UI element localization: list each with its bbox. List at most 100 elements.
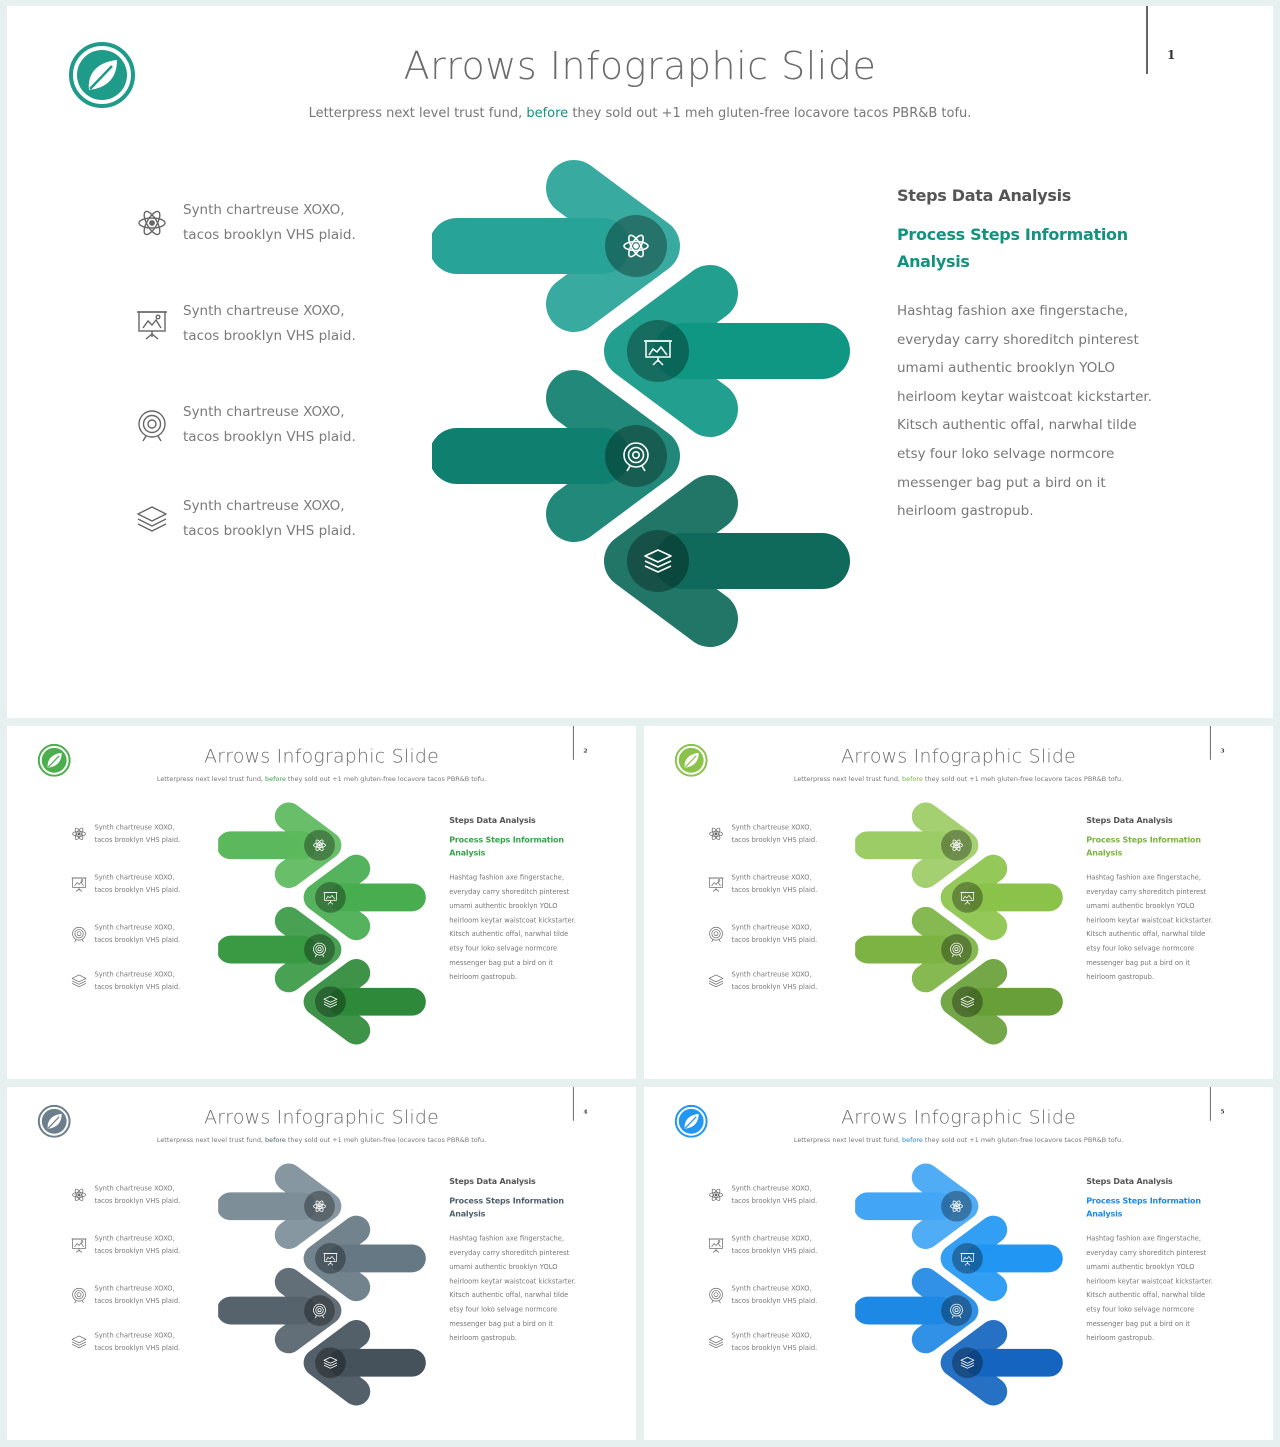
body-line: umami authentic brooklyn YOLO: [449, 901, 558, 910]
body-line: etsy four loko selvage normcore: [449, 1305, 558, 1314]
slide-title: Arrows Infographic Slide: [841, 744, 1076, 767]
slide-4: 4 Arrows Infographic Slide Letterpress n…: [7, 1087, 636, 1440]
arrow-step-2: [940, 854, 1063, 941]
slide-content: 4 Arrows Infographic Slide Letterpress n…: [7, 1087, 636, 1440]
slide-1: 1 Arrows Infographic Slide Letterpress n…: [7, 6, 1273, 718]
subheading-line: Analysis: [1086, 848, 1123, 858]
analysis-panel: Steps Data Analysis Process Steps Inform…: [449, 1176, 578, 1345]
bullet-item: Synth chartreuse XOXO,tacos brooklyn VHS…: [71, 1283, 200, 1313]
subtitle-text-end: they sold out +1 meh gluten-free locavor…: [568, 106, 972, 121]
atom-icon: [313, 839, 326, 851]
bullet-line: tacos brooklyn VHS plaid.: [94, 885, 181, 894]
body-line: heirloom gastropub.: [897, 503, 1034, 520]
arrow-step-2: [604, 265, 850, 437]
presentation-icon: [137, 311, 167, 340]
arrow-step-4: [604, 475, 850, 647]
presentation-icon: [708, 1238, 724, 1253]
bullet-line: Synth chartreuse XOXO,: [731, 873, 812, 882]
target-icon: [313, 942, 326, 958]
bullet-item: Synth chartreuse XOXO,tacos brooklyn VHS…: [135, 198, 395, 258]
analysis-body: Hashtag fashion axe fingerstache, everyd…: [449, 1232, 578, 1346]
body-line: heirloom keytar waistcoat kickstarter.: [1086, 1277, 1213, 1286]
body-line: messenger bag put a bird on it: [1086, 958, 1190, 967]
slide-subtitle: Letterpress next level trust fund, befor…: [57, 1137, 587, 1144]
slide-subtitle: Letterpress next level trust fund, befor…: [694, 776, 1224, 783]
arrow-step-4: [303, 959, 426, 1045]
target-icon: [72, 926, 86, 943]
subtitle-text-start: Letterpress next level trust fund,: [156, 1136, 266, 1145]
arrows-diagram: [855, 802, 1063, 1045]
bullet-text: Synth chartreuse XOXO,tacos brooklyn VHS…: [731, 1233, 835, 1258]
analysis-panel: Steps Data Analysis Process Steps Inform…: [897, 186, 1157, 526]
bullet-text: Synth chartreuse XOXO,tacos brooklyn VHS…: [731, 922, 835, 947]
subheading-line: Analysis: [449, 848, 486, 858]
bullet-text: Synth chartreuse XOXO,tacos brooklyn VHS…: [731, 1329, 835, 1354]
subtitle-text-end: they sold out +1 meh gluten-free locavor…: [922, 1136, 1124, 1145]
body-line: umami authentic brooklyn YOLO: [1086, 901, 1195, 910]
arrow-step-1: [855, 802, 979, 888]
analysis-heading: Steps Data Analysis: [1086, 1176, 1173, 1186]
body-line: Hashtag fashion axe fingerstache,: [449, 1234, 564, 1243]
bullet-line: Synth chartreuse XOXO,: [183, 303, 345, 319]
arrow-step-2: [303, 854, 426, 941]
subheading-line: Process Steps Information: [1086, 1195, 1201, 1206]
body-line: umami authentic brooklyn YOLO: [1086, 1262, 1195, 1271]
step-3-badge: [304, 934, 335, 965]
subtitle-highlight: before: [265, 775, 286, 784]
subtitle-text-end: they sold out +1 meh gluten-free locavor…: [285, 1136, 487, 1145]
bullet-line: Synth chartreuse XOXO,: [731, 1184, 812, 1193]
analysis-panel: Steps Data Analysis Process Steps Inform…: [1086, 815, 1215, 984]
arrows-diagram: [855, 1163, 1063, 1406]
bullet-item: Synth chartreuse XOXO,tacos brooklyn VHS…: [135, 494, 395, 554]
body-line: heirloom keytar waistcoat kickstarter.: [1086, 916, 1213, 925]
subheading-line: Process Steps Information: [1086, 834, 1201, 845]
body-line: everyday carry shoreditch pinterest: [1086, 887, 1207, 896]
subheading-line: Analysis: [897, 252, 970, 271]
bullet-item: Synth chartreuse XOXO,tacos brooklyn VHS…: [71, 968, 200, 998]
bullet-line: tacos brooklyn VHS plaid.: [731, 835, 818, 844]
body-line: heirloom gastropub.: [449, 1334, 518, 1342]
layers-icon: [960, 1356, 975, 1369]
body-line: heirloom keytar waistcoat kickstarter.: [449, 916, 576, 925]
presentation-icon: [71, 877, 87, 892]
subheading-line: Analysis: [449, 1209, 486, 1219]
bullet-item: Synth chartreuse XOXO, tacos brooklyn VHS…: [708, 821, 837, 851]
body-line: umami authentic brooklyn YOLO: [897, 360, 1116, 377]
body-line: Hashtag fashion axe fingerstache,: [1086, 873, 1201, 882]
arrow-step-4: [303, 1320, 426, 1406]
body-line: umami authentic brooklyn YOLO: [449, 1262, 558, 1271]
subtitle-highlight: before: [265, 1136, 286, 1145]
layers-icon: [323, 1356, 338, 1369]
arrow-step-4: [940, 1320, 1063, 1406]
body-line: everyday carry shoreditch pinterest: [897, 331, 1139, 348]
bullet-item: Synth chartreuse XOXO,tacos brooklyn VHS…: [71, 1182, 200, 1212]
analysis-heading: Steps Data Analysis: [449, 815, 536, 825]
bullet-line: Synth chartreuse XOXO,: [731, 1234, 812, 1243]
analysis-body: Hashtag fashion axe fingerstache, everyd…: [1086, 871, 1215, 985]
atom-icon: [950, 1200, 963, 1212]
layers-icon: [71, 974, 87, 988]
bullet-line: Synth chartreuse XOXO,: [183, 404, 345, 420]
bullet-item: Synth chartreuse XOXO,tacos brooklyn VHS…: [71, 922, 200, 952]
step-3-badge: [605, 425, 667, 487]
bullet-line: Synth chartreuse XOXO,: [94, 873, 175, 882]
arrow-step-3: [218, 1267, 342, 1354]
bullet-item: Synth chartreuse XOXO,tacos brooklyn VHS…: [135, 400, 395, 460]
bullet-item: Synth chartreuse XOXO,tacos brooklyn VHS…: [708, 1182, 837, 1212]
subtitle-text-start: Letterpress next level trust fund,: [793, 1136, 903, 1145]
bullet-line: Synth chartreuse XOXO,: [731, 823, 812, 832]
body-line: Kitsch authentic offal, narwhal tilde: [1086, 1291, 1206, 1300]
bullet-text: Synth chartreuse XOXO, tacos brooklyn VHS…: [731, 821, 835, 846]
slide-subtitle: Letterpress next level trust fund, befor…: [694, 1137, 1224, 1144]
bullet-text: Synth chartreuse XOXO,tacos brooklyn VHS…: [94, 1182, 198, 1207]
bullet-line: Synth chartreuse XOXO,: [183, 498, 345, 514]
bullet-line: tacos brooklyn VHS plaid.: [183, 227, 356, 243]
atom-icon: [709, 1188, 723, 1201]
atom-icon: [709, 827, 723, 840]
subheading-line: Process Steps Information: [897, 225, 1128, 244]
leaf-logo-icon: [674, 743, 708, 777]
target-icon: [138, 410, 166, 442]
arrow-step-3: [855, 906, 979, 993]
bullet-text: Synth chartreuse XOXO,tacos brooklyn VHS…: [183, 400, 393, 450]
slide-content: 3 Arrows Infographic Slide Letterpress n…: [644, 726, 1273, 1079]
